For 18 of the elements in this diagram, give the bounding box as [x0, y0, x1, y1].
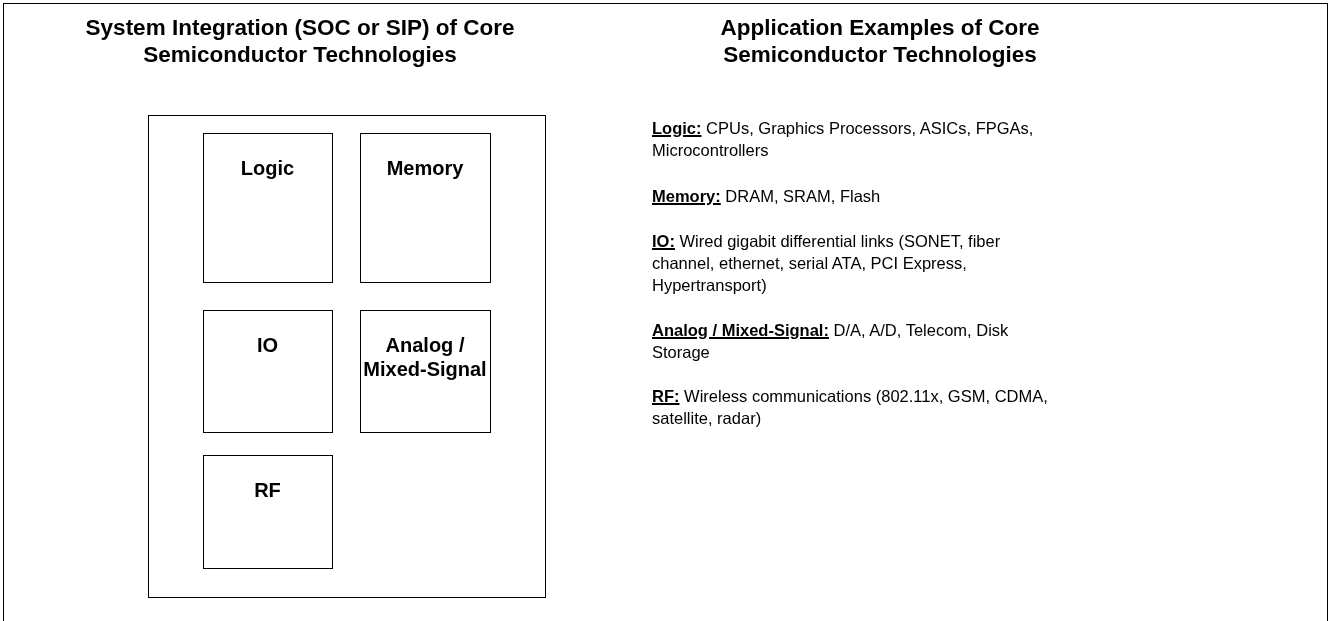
- application-list: Logic: CPUs, Graphics Processors, ASICs, FPGAs, Microcontrollers: [652, 117, 1052, 161]
- application-list: IO: Wired gigabit differential links (SONET, fiber channel, ethernet, serial ATA, PCI Express, Hypertransport): [652, 230, 1052, 296]
- block: [202, 132, 333, 283]
- heading: System Integration (SOC or SIP) of Core Semiconductor Technologies: [84, 14, 516, 68]
- block-label: Memory: [385, 155, 465, 180]
- application-list: Analog / Mixed-Signal: D/A, A/D, Telecom, Disk Storage: [652, 319, 1052, 363]
- application-list: RF: Wireless communications (802.11x, GSM, CDMA, satellite, radar): [652, 385, 1052, 429]
- block-label: IO: [255, 332, 280, 357]
- block-label: Logic: [239, 155, 296, 180]
- block: [202, 309, 333, 433]
- block: [359, 309, 491, 433]
- block: [359, 132, 491, 283]
- block-label: Analog / Mixed-Signal: [362, 332, 488, 381]
- block: [202, 454, 333, 569]
- block-label: RF: [253, 477, 282, 502]
- heading: Application Examples of Core Semiconductor Technologies: [719, 14, 1041, 68]
- application-list: Memory: DRAM, SRAM, Flash: [652, 185, 1052, 207]
- chip-outline: [148, 115, 546, 598]
